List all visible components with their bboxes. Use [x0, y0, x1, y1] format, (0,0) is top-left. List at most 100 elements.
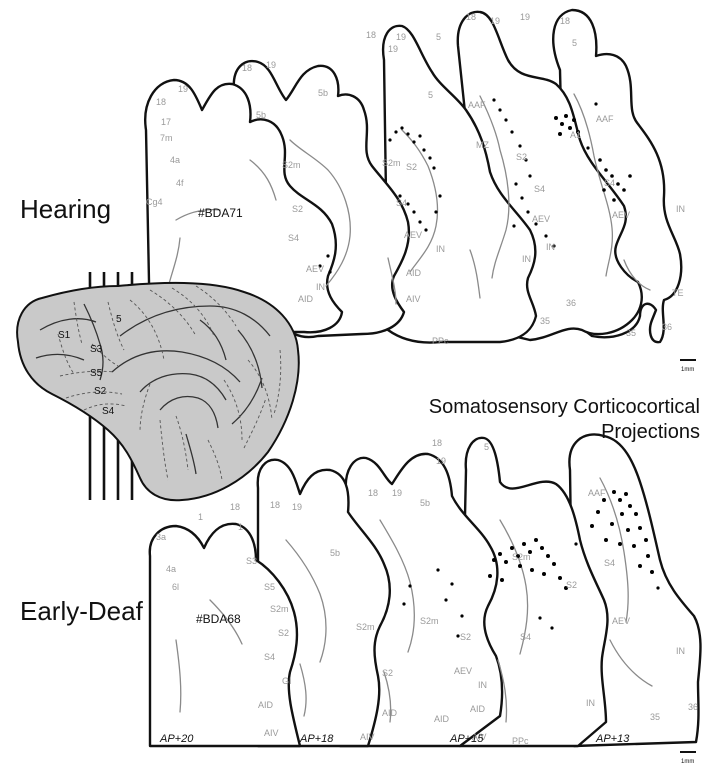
labeled-cell	[626, 528, 630, 532]
labeled-cell	[572, 118, 576, 122]
svg-text:18: 18	[466, 12, 476, 22]
labeled-cell	[602, 188, 606, 192]
svg-text:A1: A1	[570, 130, 581, 140]
labeled-cell	[492, 558, 496, 562]
labeled-cell	[594, 102, 597, 105]
svg-text:36: 36	[662, 322, 672, 332]
svg-text:5b: 5b	[330, 548, 340, 558]
labeled-cell	[610, 522, 614, 526]
labeled-cell	[534, 538, 538, 542]
labeled-cell	[656, 586, 659, 589]
svg-text:18: 18	[156, 97, 166, 107]
svg-text:4f: 4f	[176, 178, 184, 188]
svg-text:5: 5	[484, 442, 489, 452]
labeled-cell	[450, 582, 453, 585]
labeled-cell	[526, 210, 529, 213]
labeled-cell	[514, 182, 517, 185]
labeled-cell	[422, 148, 425, 151]
labeled-cell	[618, 498, 622, 502]
svg-text:19: 19	[388, 44, 398, 54]
labeled-cell	[638, 526, 642, 530]
labeled-cell	[408, 584, 411, 587]
labeled-cell	[402, 602, 405, 605]
labeled-cell	[560, 122, 564, 126]
labeled-cell	[434, 210, 437, 213]
labeled-cell	[624, 492, 628, 496]
svg-text:AEV: AEV	[404, 230, 422, 240]
svg-text:18: 18	[366, 30, 376, 40]
labeled-cell	[460, 614, 463, 617]
labeled-cell	[558, 576, 562, 580]
labeled-cell	[564, 114, 568, 118]
labeled-cell	[650, 570, 654, 574]
svg-text:S4: S4	[604, 558, 615, 568]
group-label-deaf: Early-Deaf	[20, 596, 144, 626]
svg-text:19: 19	[266, 60, 276, 70]
svg-text:S2: S2	[382, 668, 393, 678]
labeled-cell	[586, 146, 589, 149]
labeled-cell	[522, 542, 526, 546]
labeled-cell	[504, 560, 508, 564]
svg-text:AIV: AIV	[406, 294, 421, 304]
svg-text:19: 19	[520, 12, 530, 22]
svg-text:IN: IN	[436, 244, 445, 254]
svg-text:S2m: S2m	[512, 552, 531, 562]
svg-text:S5: S5	[264, 582, 275, 592]
svg-text:AID: AID	[298, 294, 314, 304]
labeled-cell	[628, 174, 632, 178]
svg-text:S2: S2	[460, 632, 471, 642]
labeled-cell	[552, 562, 556, 566]
svg-text:IN: IN	[586, 698, 595, 708]
brain-label-s2: S2	[94, 386, 107, 397]
labeled-cell	[622, 188, 626, 192]
labeled-cell	[432, 166, 435, 169]
labeled-cell	[596, 510, 600, 514]
svg-text:GI: GI	[282, 676, 292, 686]
brain-label-s1: S1	[58, 330, 71, 341]
labeled-cell	[546, 554, 550, 558]
labeled-cell	[530, 568, 534, 572]
labeled-cell	[418, 220, 421, 223]
svg-text:S2: S2	[516, 152, 527, 162]
labeled-cell	[504, 118, 507, 121]
svg-text:S4: S4	[520, 632, 531, 642]
svg-text:IN: IN	[676, 646, 685, 656]
svg-text:17: 17	[161, 117, 171, 127]
labeled-cell	[510, 546, 514, 550]
svg-text:18: 18	[230, 502, 240, 512]
svg-text:5: 5	[572, 38, 577, 48]
labeled-cell	[634, 512, 638, 516]
labeled-cell	[616, 182, 620, 186]
ap-level-label: AP+13	[595, 733, 630, 745]
svg-text:S4: S4	[604, 178, 615, 188]
labeled-cell	[612, 490, 616, 494]
svg-text:S2m: S2m	[382, 158, 401, 168]
labeled-cell	[554, 116, 558, 120]
svg-text:AID: AID	[434, 714, 450, 724]
svg-text:1: 1	[238, 522, 243, 532]
svg-text:19: 19	[292, 502, 302, 512]
svg-text:7m: 7m	[160, 133, 173, 143]
ap-level-label: AP+15	[449, 733, 484, 745]
ap-level-label: AP+20	[159, 733, 194, 745]
labeled-cell	[538, 616, 541, 619]
svg-text:S2m: S2m	[420, 616, 439, 626]
brain-label-s5: S5	[90, 368, 103, 379]
svg-text:5: 5	[436, 32, 441, 42]
labeled-cell	[518, 564, 522, 568]
svg-text:IN: IN	[522, 254, 531, 264]
svg-text:36: 36	[688, 702, 698, 712]
svg-text:5: 5	[428, 90, 433, 100]
svg-text:18: 18	[432, 438, 442, 448]
svg-text:S2: S2	[278, 628, 289, 638]
labeled-cell	[542, 572, 546, 576]
labeled-cell	[644, 538, 648, 542]
svg-text:35: 35	[650, 712, 660, 722]
labeled-cell	[632, 544, 636, 548]
svg-text:S4: S4	[288, 233, 299, 243]
labeled-cell	[646, 554, 650, 558]
svg-text:S2m: S2m	[356, 622, 375, 632]
labeled-cell	[498, 108, 501, 111]
svg-text:3a: 3a	[156, 532, 166, 542]
labeled-cell	[558, 132, 562, 136]
